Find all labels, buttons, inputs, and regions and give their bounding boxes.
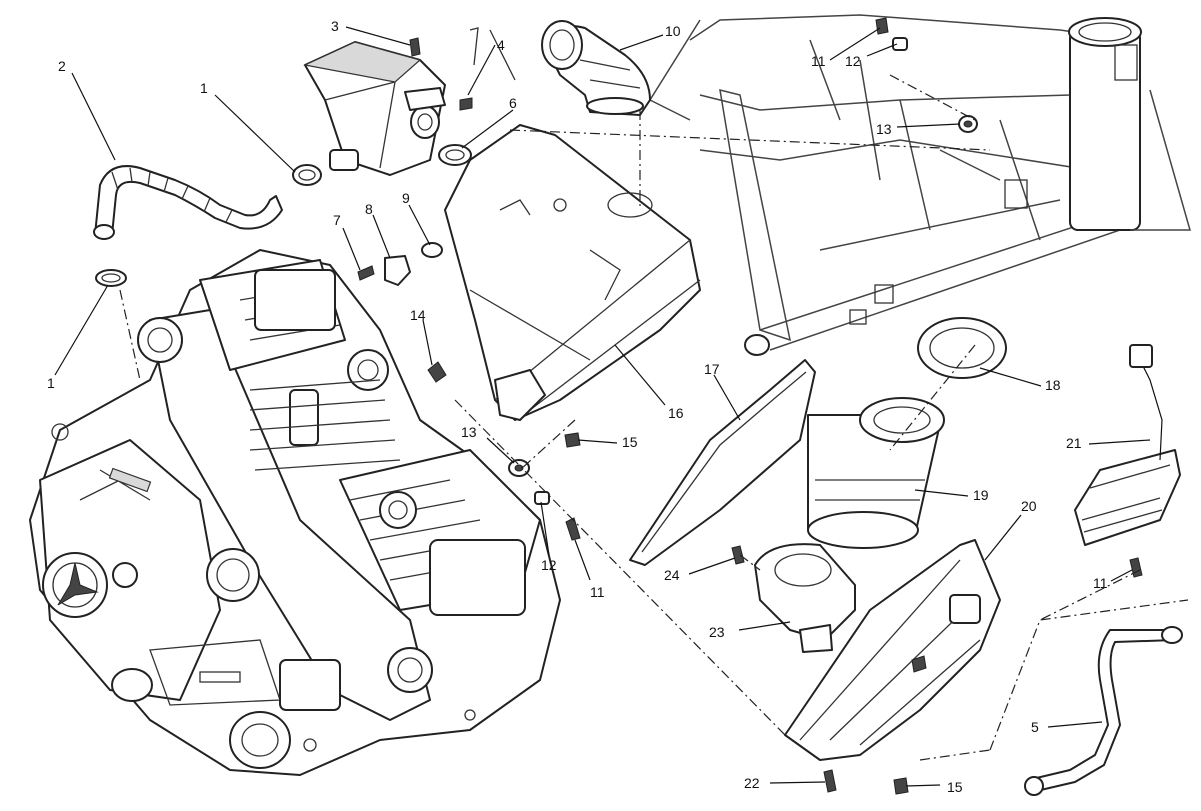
- callout-1-lower: 1: [47, 375, 55, 391]
- bracket-4: [459, 27, 516, 111]
- callout-9: 9: [402, 190, 410, 206]
- callout-12-mid: 12: [541, 557, 557, 573]
- grommet-13-lower: [508, 459, 530, 477]
- callout-3: 3: [331, 18, 339, 34]
- callout-4: 4: [497, 37, 505, 53]
- screw-15-upper: [564, 432, 581, 448]
- engine-assembly: [29, 249, 561, 776]
- oil-breather-reservoir: [303, 41, 446, 176]
- callout-13-top: 13: [876, 121, 892, 137]
- callout-20: 20: [1021, 498, 1037, 514]
- intake-duct: [541, 20, 651, 116]
- airbox-upper: [444, 124, 701, 421]
- callout-11-right: 11: [1093, 575, 1108, 591]
- hose-clamp-lower: [95, 269, 127, 287]
- hose-clamp-upper: [292, 164, 322, 186]
- screw-11-upper: [875, 17, 889, 35]
- callout-7: 7: [333, 212, 341, 228]
- callout-12-top: 12: [845, 53, 861, 69]
- voltage-regulator: [1074, 344, 1181, 546]
- callout-23: 23: [709, 624, 725, 640]
- plug-14: [427, 361, 447, 383]
- o-ring-6: [438, 144, 472, 166]
- callout-18: 18: [1045, 377, 1061, 393]
- screw-7: [357, 265, 375, 281]
- callout-24: 24: [664, 567, 680, 583]
- airbox-gasket: [629, 359, 816, 566]
- seal-9: [421, 242, 443, 258]
- grommet-13-upper: [958, 115, 978, 133]
- pipe-5: [1024, 626, 1183, 796]
- leader-lines: [54, 26, 1151, 787]
- filter-base: [754, 543, 856, 653]
- filter-ring: [917, 317, 1007, 379]
- air-filter: [807, 397, 945, 549]
- callout-15-lower: 15: [947, 779, 963, 795]
- callout-5: 5: [1031, 719, 1039, 735]
- callout-15-upper: 15: [622, 434, 638, 450]
- breather-hose: [93, 165, 283, 240]
- callout-16: 16: [668, 405, 684, 421]
- callout-22: 22: [744, 775, 760, 791]
- motorcycle-frame: [648, 14, 1191, 356]
- callout-11-top: 11: [811, 53, 826, 69]
- screw-22: [823, 769, 837, 793]
- callout-17: 17: [704, 361, 720, 377]
- spacer-12-lower: [534, 491, 550, 505]
- airbox-lower: [784, 539, 1001, 761]
- assembly-lines: [119, 74, 1189, 761]
- callout-2: 2: [58, 58, 66, 74]
- spacer-12-upper: [892, 37, 908, 51]
- callout-19: 19: [973, 487, 989, 503]
- callout-1-upper: 1: [200, 80, 208, 96]
- callout-13-mid: 13: [461, 424, 477, 440]
- screw-3: [409, 37, 421, 57]
- screw-11-lower: [565, 517, 581, 541]
- screw-24: [731, 545, 745, 565]
- sensor-8: [384, 255, 411, 286]
- callout-11-mid: 11: [590, 584, 605, 600]
- callout-10: 10: [665, 23, 681, 39]
- screw-15-lower: [893, 777, 909, 795]
- callout-14: 14: [410, 307, 426, 323]
- callout-6: 6: [509, 95, 517, 111]
- screw-11-right: [1129, 557, 1143, 578]
- callout-numbers: 1 1 2 3 4 5 6 7 8 9 10 11 11 11 12 12 13…: [47, 18, 1108, 795]
- callout-8: 8: [365, 201, 373, 217]
- callout-21: 21: [1066, 435, 1082, 451]
